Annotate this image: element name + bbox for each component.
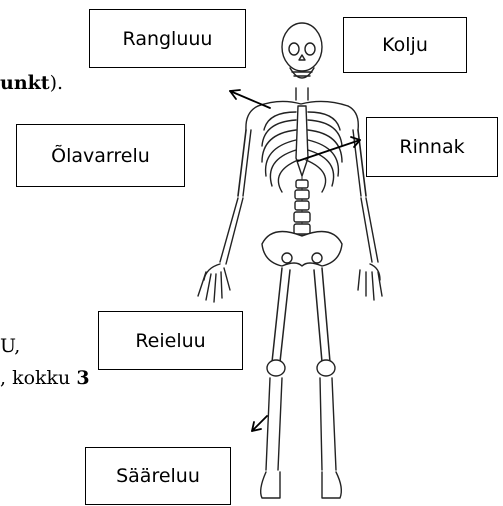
label-kolju-text: Kolju	[382, 34, 428, 56]
spine	[294, 176, 310, 236]
label-reieluu: Reieluu	[98, 311, 243, 370]
label-rangluuu: Rangluuu	[89, 9, 246, 68]
left-arm	[198, 130, 251, 302]
label-kolju: Kolju	[343, 17, 467, 73]
right-leg	[314, 268, 341, 498]
label-olavarrelu: Õlavarrelu	[16, 124, 185, 187]
label-rangluuu-text: Rangluuu	[123, 28, 213, 50]
label-olavarrelu-text: Õlavarrelu	[51, 145, 150, 167]
label-saareluu: Sääreluu	[85, 447, 231, 505]
label-saareluu-text: Sääreluu	[116, 465, 200, 487]
label-reieluu-text: Reieluu	[135, 330, 205, 352]
skull-icon	[282, 23, 322, 78]
label-rinnak-text: Rinnak	[399, 136, 464, 158]
pelvis	[262, 232, 342, 267]
left-leg	[261, 268, 290, 498]
label-rinnak: Rinnak	[366, 117, 498, 177]
